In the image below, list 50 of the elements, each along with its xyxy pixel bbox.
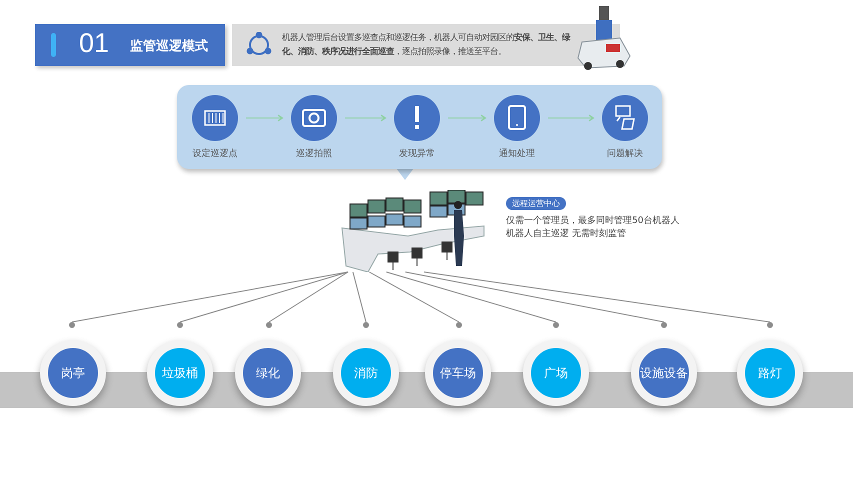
step-label: 发现异常 xyxy=(398,148,436,160)
section-number: 01 xyxy=(79,28,110,59)
step-label: 通知处理 xyxy=(498,148,536,160)
anchor-dot xyxy=(177,322,183,328)
connector-line xyxy=(352,272,366,322)
step-arrow xyxy=(344,114,386,122)
caption-text: 机器人自主巡逻 无需时刻监管 xyxy=(506,228,626,240)
category-label: 岗亭 xyxy=(61,364,85,382)
step-label: 问题解决 xyxy=(606,148,644,160)
caption-text: 仅需一个管理员，最多同时管理50台机器人 xyxy=(506,214,680,227)
anchor-dot xyxy=(553,322,559,328)
step-label: 巡逻拍照 xyxy=(295,148,333,160)
step-arrow xyxy=(246,114,284,122)
anchor-dot xyxy=(266,322,272,328)
anchor-dot xyxy=(661,322,667,328)
category-label: 消防 xyxy=(354,364,378,382)
category-label: 垃圾桶 xyxy=(162,364,198,382)
category-label: 停车场 xyxy=(440,364,476,382)
step-arrow xyxy=(448,114,486,122)
connector-line xyxy=(423,272,770,322)
anchor-dot xyxy=(767,322,773,328)
step-arrow xyxy=(548,114,594,122)
anchor-dot xyxy=(363,322,369,328)
category-label: 广场 xyxy=(544,364,568,382)
category-circle xyxy=(333,340,399,406)
section-title: 监管巡逻模式 xyxy=(130,38,208,55)
process-panel xyxy=(177,85,662,169)
connector-line xyxy=(368,272,460,322)
step-label: 设定巡逻点 xyxy=(192,148,238,160)
category-circle xyxy=(631,340,697,406)
anchor-dot xyxy=(456,322,462,328)
connector-line xyxy=(404,272,664,322)
anchor-dot xyxy=(69,322,75,328)
description-text: 机器人管理后台设置多巡查点和巡逻任务，机器人可自动对园区的安保、卫生、绿化、消防、秩序况进行全面巡查，逐点拍照录像，推送至平台。 xyxy=(282,31,572,58)
tag-pill: 远程运营中心 xyxy=(506,197,566,210)
category-circle xyxy=(235,340,301,406)
header-bar xyxy=(35,24,225,66)
category-circle xyxy=(523,340,589,406)
category-circle xyxy=(737,340,803,406)
category-label: 绿化 xyxy=(256,364,280,382)
connector-line xyxy=(180,272,348,322)
connector-line xyxy=(72,272,348,322)
category-label: 路灯 xyxy=(758,364,782,382)
connector-line xyxy=(268,272,348,322)
connector-line xyxy=(386,272,556,322)
description-panel xyxy=(232,24,620,66)
category-circle xyxy=(425,340,491,406)
category-circle xyxy=(40,340,106,406)
category-circle xyxy=(147,340,213,406)
category-label: 设施设备 xyxy=(640,364,688,382)
